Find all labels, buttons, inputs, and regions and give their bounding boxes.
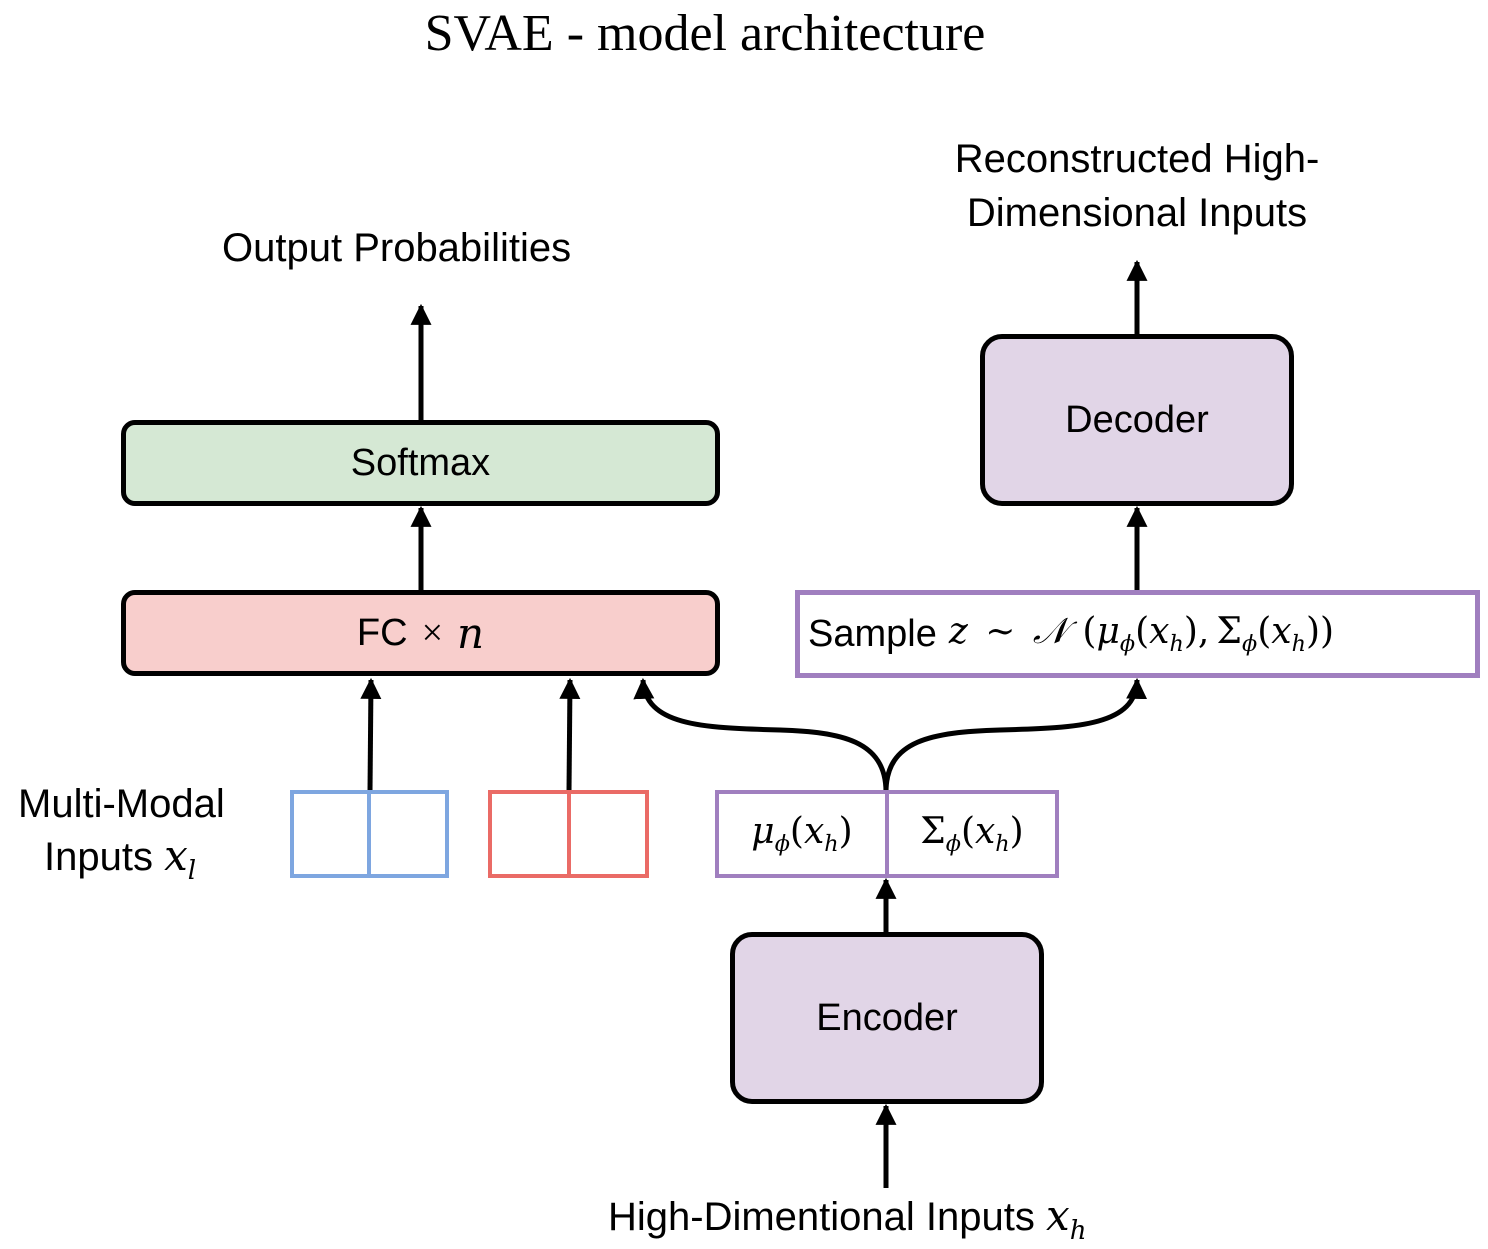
multimodal-label-line2: Inputs xl [44,830,196,897]
fc-label: FC [356,611,408,654]
h-subscript: h [1291,630,1306,657]
phi-subscript: ϕ [1119,630,1136,657]
blue-input-cell-2 [367,790,449,878]
x-variable: x [803,811,825,853]
h-subscript: h [1169,630,1184,657]
normal-dist-symbol: 𝒩 [1032,611,1068,653]
softmax-label: Softmax [350,441,491,484]
high-dim-inputs-label: High-Dimentional Inputs xh [608,1190,1086,1249]
multimodal-l-subscript: l [187,856,197,887]
h-subscript: h [824,830,839,857]
high-dim-x-variable: x [1046,1191,1070,1240]
softmax-box: Softmax [121,420,720,506]
red-input-cell-1 [488,790,571,878]
mu-symbol: μ [751,811,775,853]
diagram-title: SVAE - model architecture [424,5,986,62]
sigma-symbol: Σ [1216,611,1242,653]
mu-symbol: μ [1096,611,1120,653]
x-variable: x [974,811,996,853]
x-variable: x [1149,611,1170,653]
arrow-blue-to-fc [360,677,382,793]
multimodal-inputs-word: Inputs [44,835,153,879]
output-probabilities-label: Output Probabilities [222,226,572,270]
fc-times-symbol: × [421,612,444,654]
phi-subscript: ϕ [945,830,961,857]
arrow-red-to-fc [559,677,581,793]
reconstructed-inputs-label: Reconstructed High-Dimensional Inputs [954,137,1320,235]
sample-formula-box: Sample z ∼ 𝒩 (μϕ(xh), Σϕ(xh)) [795,590,1480,678]
decoder-box: Decoder [980,334,1294,506]
high-dim-inputs-text: High-Dimentional Inputs [608,1195,1035,1239]
sample-z-variable: z [948,611,968,653]
fc-box: FC × n [121,590,720,676]
encoder-box: Encoder [730,932,1044,1104]
mu-cell: μϕ(xh) [715,790,889,878]
phi-subscript: ϕ [774,830,790,857]
blue-input-cell-1 [290,790,371,878]
x-variable: x [1271,611,1292,653]
red-input-cell-2 [567,790,649,878]
decoder-label: Decoder [1065,398,1209,441]
sigma-cell: Σϕ(xh) [885,790,1059,878]
tilde-symbol: ∼ [985,611,1016,653]
arrow-latent-to-sample [883,677,1148,793]
multimodal-x-variable: x [164,831,188,880]
phi-subscript: ϕ [1242,630,1258,657]
fc-n-variable: n [457,608,485,658]
encoder-label: Encoder [816,996,958,1039]
arrow-latent-to-fc [633,677,889,793]
sigma-symbol: Σ [920,811,946,853]
high-dim-h-subscript: h [1069,1216,1087,1247]
sample-word: Sample [808,612,937,655]
h-subscript: h [995,830,1010,857]
multimodal-label-line1: Multi-Modal [18,782,225,826]
